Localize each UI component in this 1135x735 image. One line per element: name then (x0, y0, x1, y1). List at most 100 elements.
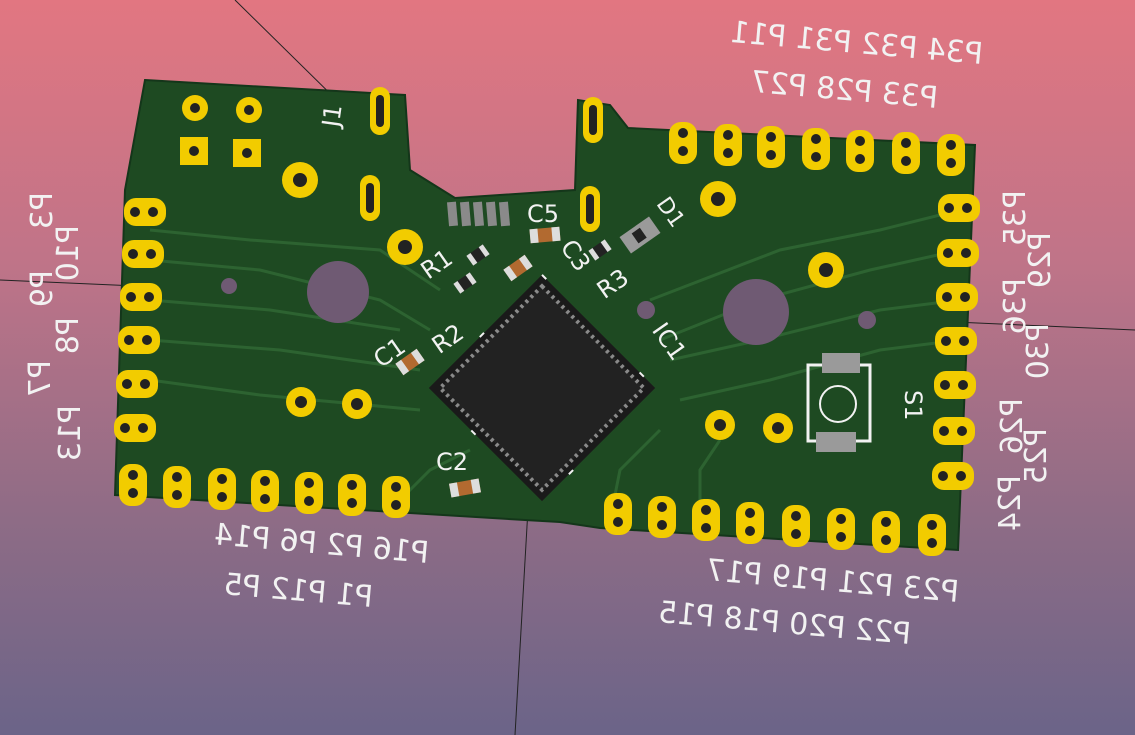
small-hole (637, 301, 655, 319)
label-bottom-left-1: P16 P2 P6 P14 (213, 517, 431, 571)
pin-pad (669, 122, 697, 164)
pin-hole (140, 379, 150, 389)
pin-hole (960, 292, 970, 302)
pin-pad (122, 240, 164, 268)
usb-connector-slots (360, 87, 603, 232)
pin-hole (766, 132, 776, 142)
pin-hole (138, 423, 148, 433)
pin-pad (118, 326, 160, 354)
pin-hole (126, 292, 136, 302)
pin-pad (872, 511, 900, 553)
pin-pad (846, 130, 874, 172)
pin-header-pads (114, 122, 980, 556)
pin-pad (933, 417, 975, 445)
pin-hole (657, 520, 667, 530)
pin-pad (338, 474, 366, 516)
side-pin-label: P35 (998, 190, 1033, 246)
copper-traces (149, 208, 961, 521)
pin-pad (782, 505, 810, 547)
pin-pad (114, 414, 156, 442)
label-bottom-left-2: P1 P12 P5 (222, 567, 374, 615)
label-s1: S1 (899, 390, 927, 421)
pin-pad (163, 466, 191, 508)
pin-hole (946, 140, 956, 150)
small-hole (221, 278, 237, 294)
ic-qfn-chip (427, 273, 657, 503)
pin-hole (120, 423, 130, 433)
pin-hole (745, 508, 755, 518)
pin-pad (937, 239, 979, 267)
pin-pad (604, 493, 632, 535)
label-c2: C2 (436, 448, 468, 476)
side-pin-label: P7 (23, 360, 58, 397)
pin-hole (836, 532, 846, 542)
side-pin-label: P8 (51, 317, 86, 354)
pin-hole (946, 158, 956, 168)
pin-pad (934, 371, 976, 399)
pin-hole (881, 517, 891, 527)
pin-hole (881, 535, 891, 545)
pin-hole (962, 203, 972, 213)
pin-hole (124, 335, 134, 345)
pin-hole (172, 490, 182, 500)
pin-pad (251, 470, 279, 512)
pin-hole (613, 517, 623, 527)
pin-pad (714, 124, 742, 166)
pin-hole (958, 380, 968, 390)
pin-hole (260, 494, 270, 504)
pin-hole (678, 128, 688, 138)
pin-hole (172, 472, 182, 482)
side-pin-label: P36 (998, 278, 1033, 334)
pin-pad (918, 514, 946, 556)
pin-hole (836, 514, 846, 524)
pin-pad (692, 499, 720, 541)
side-pin-label: P3 (25, 192, 60, 229)
pin-hole (927, 520, 937, 530)
pin-pad (648, 496, 676, 538)
pin-hole (723, 148, 733, 158)
pin-hole (142, 335, 152, 345)
pin-hole (391, 500, 401, 510)
pin-hole (961, 248, 971, 258)
pin-hole (304, 496, 314, 506)
pin-hole (122, 379, 132, 389)
pin-hole (941, 336, 951, 346)
side-pin-label: P10 (51, 225, 86, 281)
pin-hole (130, 207, 140, 217)
pin-pad (936, 283, 978, 311)
pin-pad (124, 198, 166, 226)
pin-hole (144, 292, 154, 302)
pin-hole (939, 426, 949, 436)
pin-hole (791, 529, 801, 539)
mounting-hole-left (307, 261, 369, 323)
small-hole (858, 311, 876, 329)
side-pin-label: P25 (1019, 428, 1054, 484)
pin-hole (940, 380, 950, 390)
pin-hole (723, 130, 733, 140)
pin-pad (802, 128, 830, 170)
pin-hole (959, 336, 969, 346)
pin-hole (347, 498, 357, 508)
pin-pad (120, 283, 162, 311)
pin-pad (827, 508, 855, 550)
pin-hole (701, 505, 711, 515)
pin-hole (943, 248, 953, 258)
side-pin-label: P24 (993, 475, 1028, 531)
side-pin-label: P9 (25, 270, 60, 307)
pin-hole (956, 471, 966, 481)
pin-hole (745, 526, 755, 536)
pin-hole (938, 471, 948, 481)
mounting-hole-right (723, 279, 789, 345)
pin-hole (391, 482, 401, 492)
pin-hole (657, 502, 667, 512)
label-j1: J1 (317, 103, 348, 131)
pin-pad (116, 370, 158, 398)
pin-hole (128, 488, 138, 498)
pin-hole (766, 150, 776, 160)
pin-hole (347, 480, 357, 490)
pin-hole (613, 499, 623, 509)
pin-pad (757, 126, 785, 168)
pin-hole (811, 152, 821, 162)
pin-pad (208, 468, 236, 510)
